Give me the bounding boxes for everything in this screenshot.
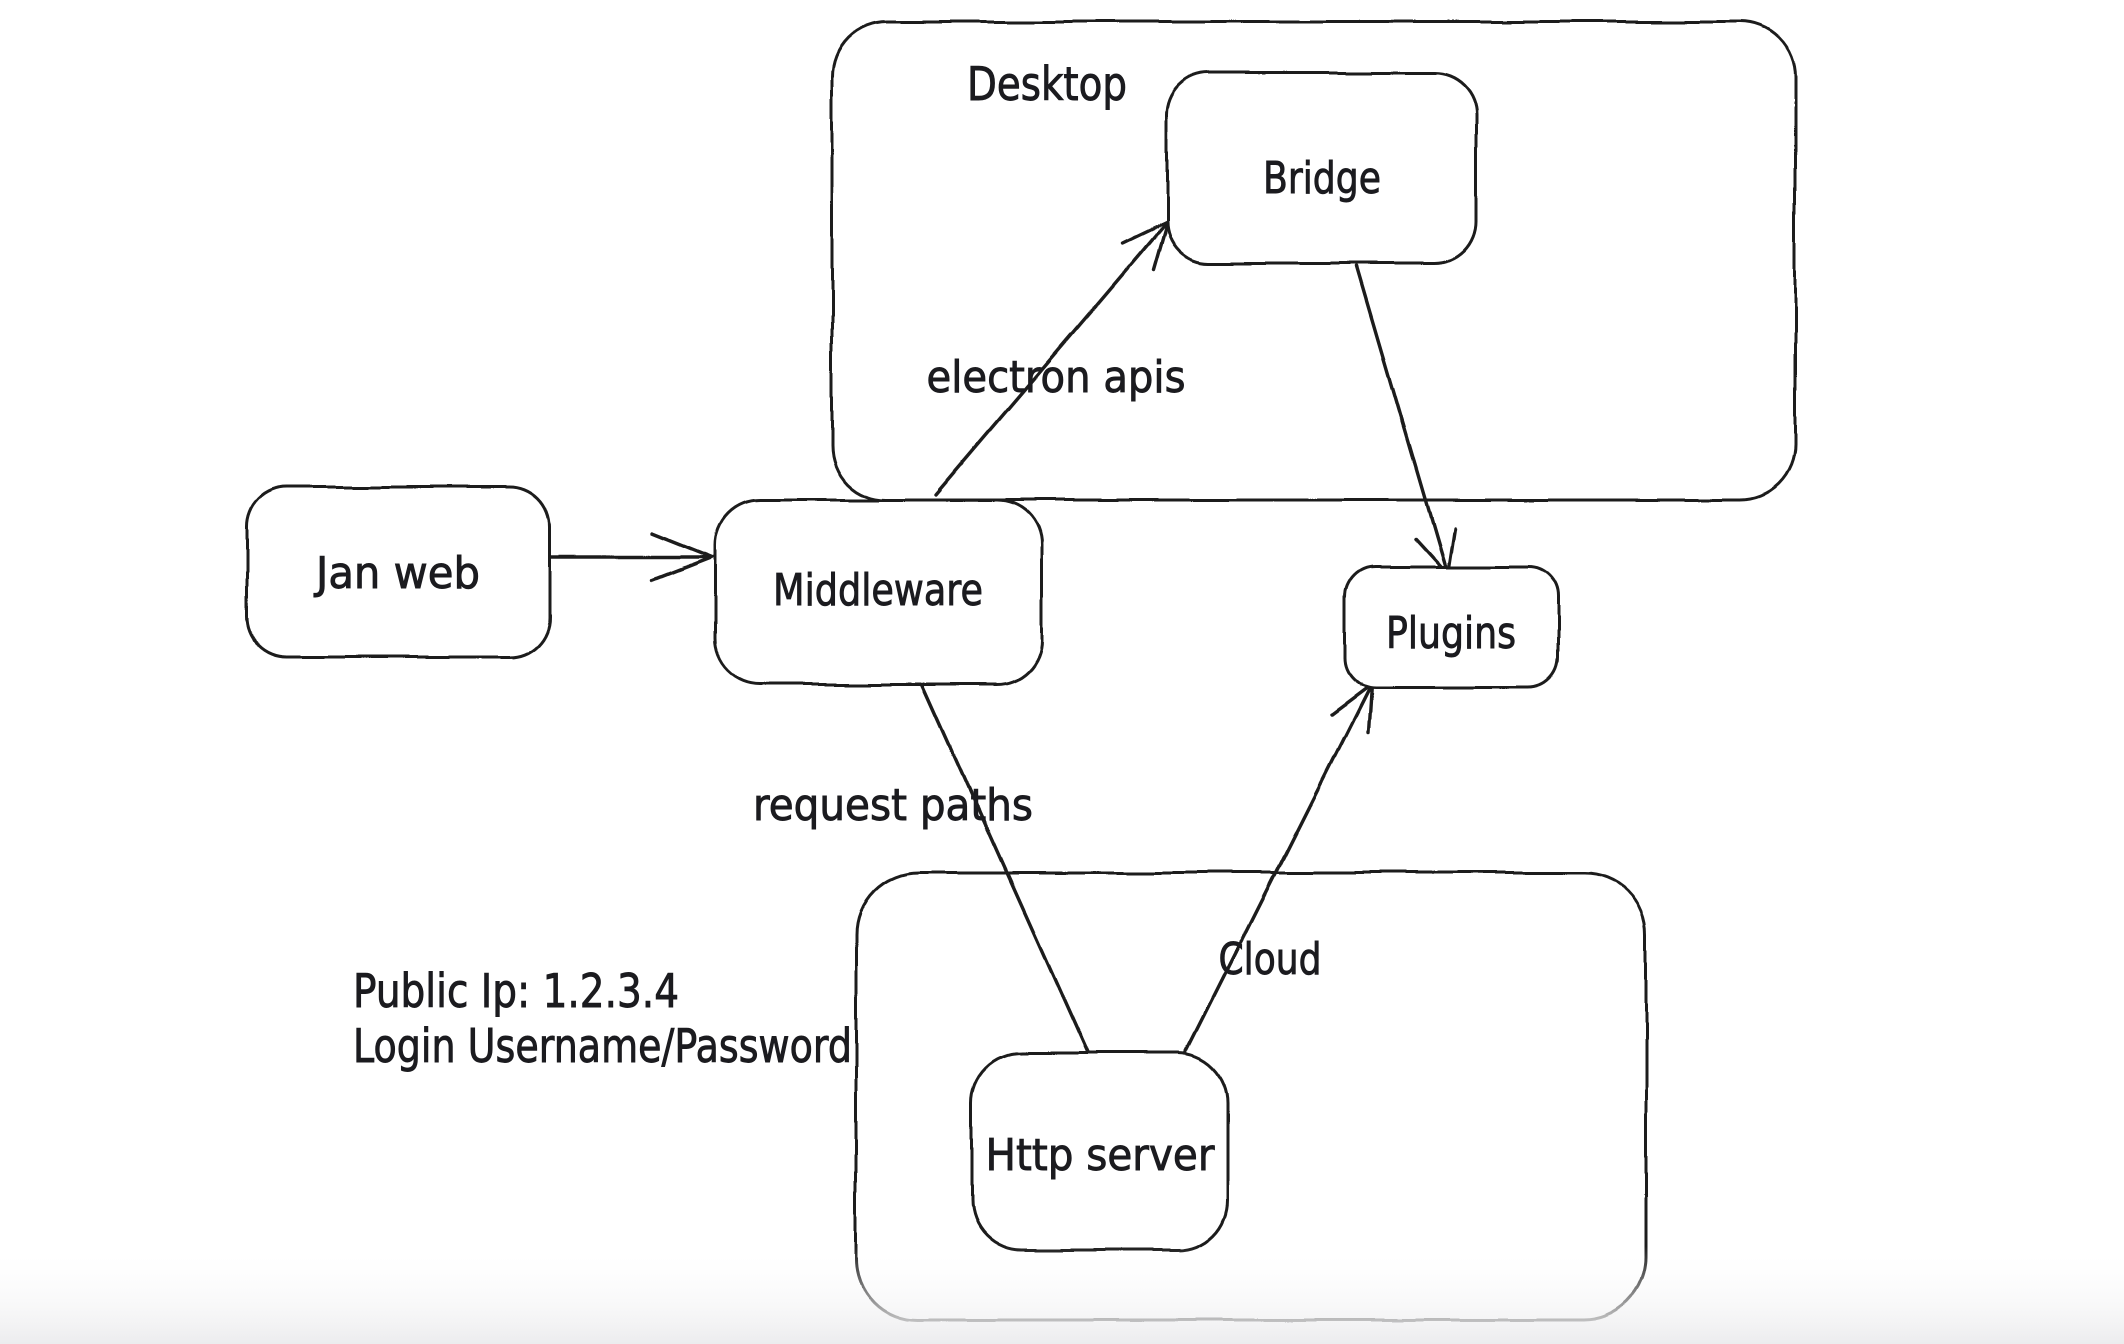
middleware-node xyxy=(713,498,1044,686)
arrow-jan-web-to-middleware xyxy=(541,531,714,582)
arrow-http-server-to-plugins xyxy=(1183,682,1373,1056)
plugins-label: Plugins xyxy=(1386,608,1516,659)
bridge-node xyxy=(1165,71,1478,265)
desktop-container xyxy=(830,20,1797,502)
annotation-public-ip: Public Ip: 1.2.3.4 xyxy=(353,964,679,1018)
cloud-label: Cloud xyxy=(1219,934,1322,985)
jan-web-label: Jan web xyxy=(313,548,480,599)
arrow-middleware-to-bridge xyxy=(933,219,1170,497)
plugins-node xyxy=(1343,565,1560,690)
desktop-label: Desktop xyxy=(967,57,1127,111)
electron-apis-edge-label: electron apis xyxy=(927,352,1186,403)
middleware-label: Middleware xyxy=(773,565,983,616)
annotation-login-credentials: Login Username/Password xyxy=(353,1019,852,1073)
request-paths-edge-label: request paths xyxy=(753,780,1033,831)
http-server-label: Http server xyxy=(986,1130,1216,1181)
bottom-fade xyxy=(0,1246,2124,1344)
bridge-label: Bridge xyxy=(1263,153,1381,204)
jan-web-node xyxy=(245,485,551,659)
line-middleware-to-http-server xyxy=(920,681,1092,1060)
